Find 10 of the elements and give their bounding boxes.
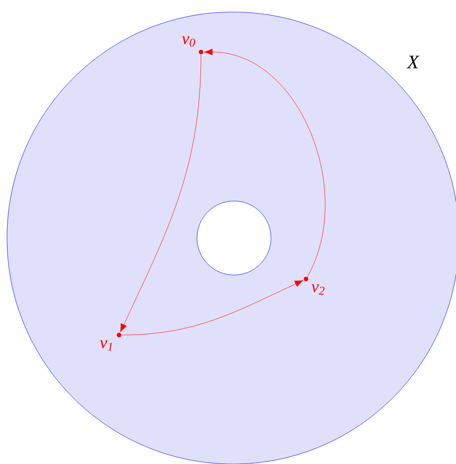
point: v$_{0}$ (182, 36, 204, 54)
node-label: v$_{1}$ (100, 340, 112, 351)
point: v$_{1}$ (100, 332, 122, 351)
region-label: X (406, 56, 420, 68)
arrow (204, 48, 326, 278)
arrow (120, 54, 202, 332)
point: v$_{2}$ (304, 276, 325, 295)
node-label: v$_{0}$ (182, 36, 196, 47)
node-label: v$_{2}$ (312, 284, 325, 295)
arrow (121, 280, 304, 336)
